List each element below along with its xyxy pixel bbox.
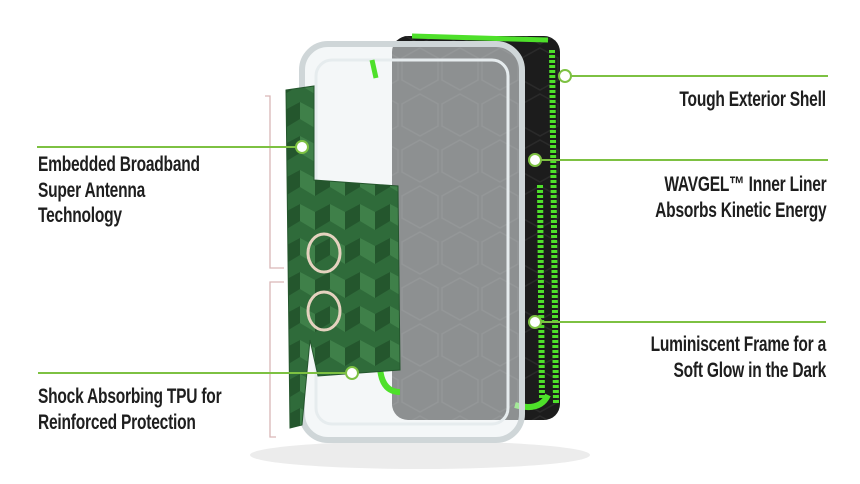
bracket bbox=[269, 281, 284, 438]
callout-text: Soft Glow in the Dark bbox=[673, 358, 827, 382]
callout-wavgel: WAVGEL™ Inner Liner Absorbs Kinetic Ener… bbox=[654, 172, 827, 223]
callout-dot bbox=[528, 315, 542, 329]
callout-dot bbox=[558, 69, 572, 83]
callout-text: Absorbs Kinetic Energy bbox=[654, 198, 827, 222]
callout-shell: Tough Exterior Shell bbox=[679, 87, 827, 113]
bracket bbox=[265, 95, 284, 269]
callout-frame: Luminiscent Frame for a Soft Glow in the… bbox=[650, 332, 827, 383]
callout-text: Super Antenna bbox=[38, 178, 146, 202]
antenna-coil bbox=[306, 232, 342, 274]
callout-dot bbox=[345, 366, 359, 380]
callout-text: Technology bbox=[38, 204, 122, 227]
callout-tpu: Shock Absorbing TPU for Reinforced Prote… bbox=[38, 384, 222, 435]
callout-text: WAVGEL™ Inner Liner bbox=[663, 173, 826, 196]
callout-text: Reinforced Protection bbox=[38, 410, 196, 434]
callout-text: Embedded Broadband bbox=[38, 153, 200, 176]
antenna-coil bbox=[306, 290, 342, 332]
callout-text: Luminiscent Frame for a bbox=[650, 333, 827, 356]
shadow bbox=[250, 441, 590, 469]
callout-antenna: Embedded Broadband Super Antenna Technol… bbox=[38, 152, 200, 229]
callout-dot bbox=[295, 140, 309, 154]
callout-text: Shock Absorbing TPU for bbox=[38, 385, 222, 408]
callout-dot bbox=[528, 153, 542, 167]
callout-text: Tough Exterior Shell bbox=[679, 88, 827, 111]
